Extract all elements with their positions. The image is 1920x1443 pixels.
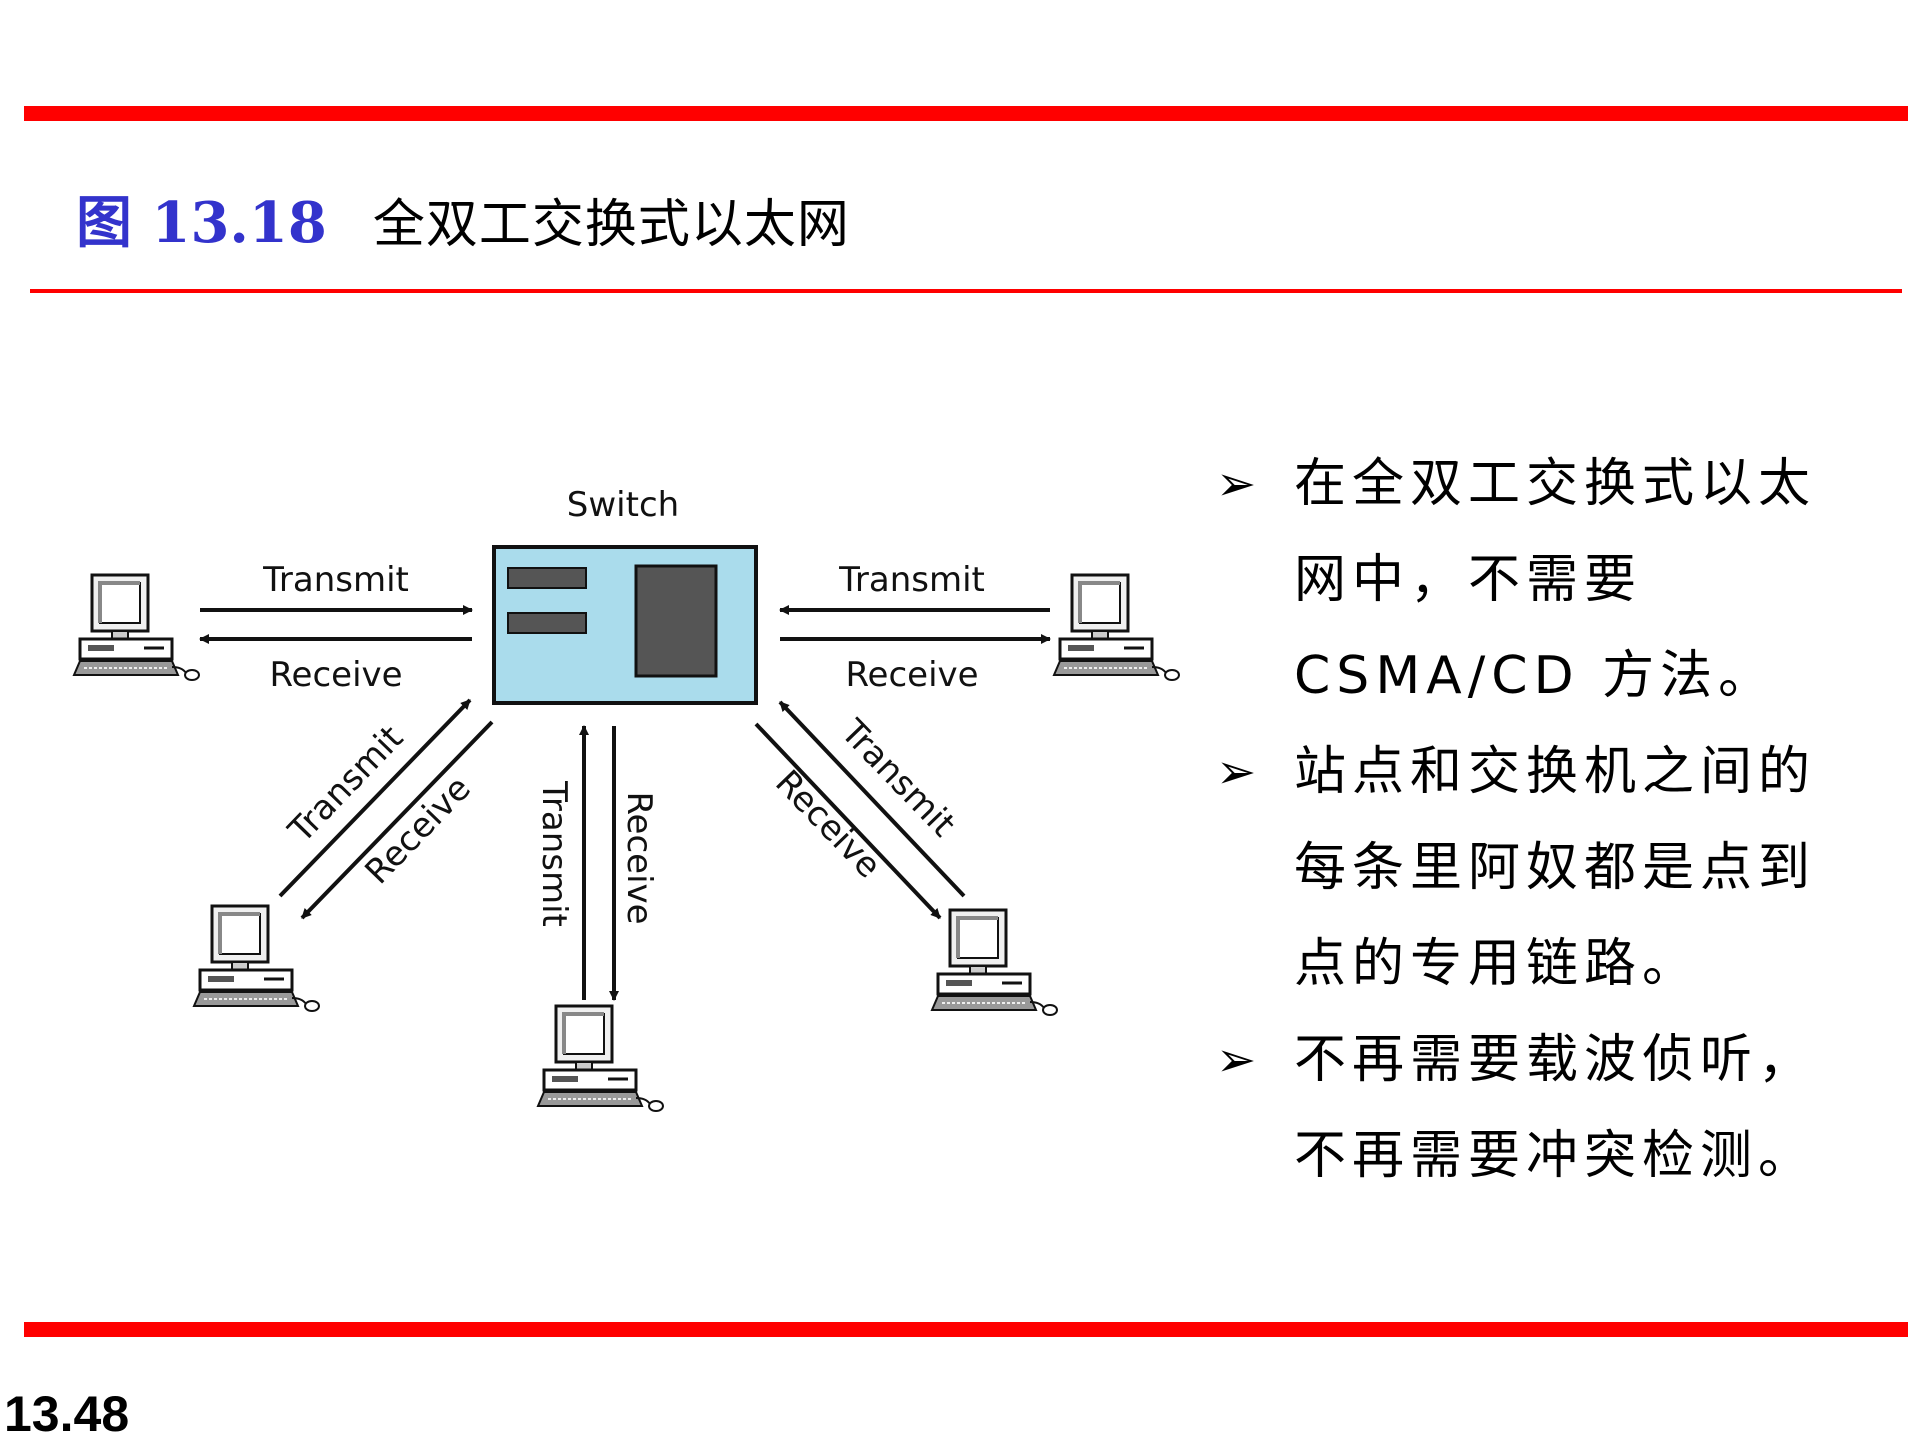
label-left-transmit: Transmit [262, 560, 409, 600]
computer-bottom-left [192, 904, 321, 1013]
label-bottom-left-receive: Receive [357, 769, 478, 893]
bullet-item: ➢ 站点和交换机之间的每条里阿奴都是点到点的专用链路。 [1216, 724, 1856, 1012]
bullet-text: 在全双工交换式以太网中，不需要 CSMA/CD 方法。 [1294, 454, 1817, 706]
arrow-bottom-right-transmit [778, 700, 966, 898]
page-number: 13.48 [4, 1386, 130, 1442]
computer-bottom-right [930, 908, 1059, 1017]
arrow-bottom-left-transmit [278, 698, 472, 898]
computer-right [1052, 573, 1181, 682]
label-right-transmit: Transmit [838, 560, 985, 600]
label-bottom-transmit: Transmit [534, 780, 574, 927]
switch [492, 545, 758, 705]
full-duplex-switch-diagram: Switch Transmit Receive Transmit Receive… [72, 485, 1181, 1113]
slide-title: 图 13.18 全双工交换式以太网 [76, 178, 850, 258]
computer-left [72, 573, 201, 682]
bullet-item: ➢ 在全双工交换式以太网中，不需要 CSMA/CD 方法。 [1216, 436, 1856, 724]
arrow-bullet-icon: ➢ [1216, 456, 1263, 512]
bullet-list: ➢ 在全双工交换式以太网中，不需要 CSMA/CD 方法。 ➢ 站点和交换机之间… [1216, 436, 1856, 1204]
label-right-receive: Receive [845, 655, 978, 695]
title-underline [30, 289, 1902, 293]
arrow-bullet-icon: ➢ [1216, 744, 1263, 800]
arrow-bottom-left-receive [300, 720, 494, 920]
top-red-bar [24, 106, 1908, 121]
figure-title: 全双工交换式以太网 [372, 195, 850, 255]
computer-bottom [536, 1004, 665, 1113]
bullet-item: ➢ 不再需要载波侦听，不再需要冲突检测。 [1216, 1012, 1856, 1204]
switch-label: Switch [567, 485, 679, 525]
bullet-text: 不再需要载波侦听，不再需要冲突检测。 [1294, 1030, 1817, 1186]
arrow-bottom-right-receive [754, 722, 942, 920]
bottom-red-bar [24, 1322, 1908, 1337]
label-left-receive: Receive [269, 655, 402, 695]
bullet-text: 站点和交换机之间的每条里阿奴都是点到点的专用链路。 [1294, 742, 1817, 994]
label-bottom-right-receive: Receive [767, 763, 888, 887]
arrow-bullet-icon: ➢ [1216, 1032, 1263, 1088]
figure-label: 图 13.18 [76, 190, 327, 256]
label-bottom-receive: Receive [619, 791, 659, 924]
